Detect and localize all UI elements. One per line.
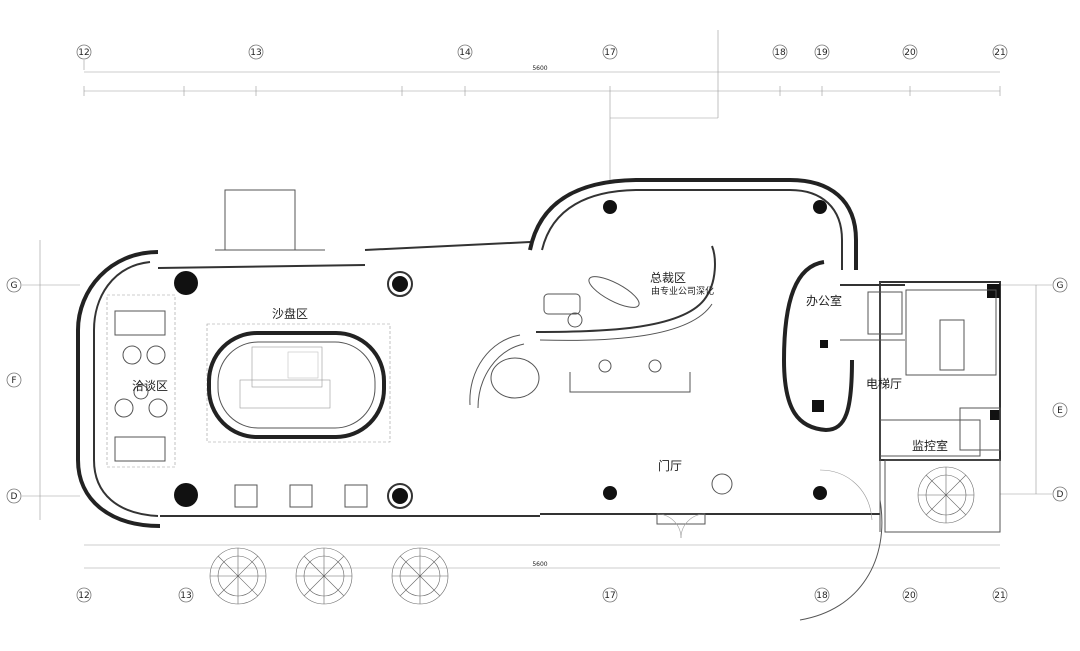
axis-right-d: D — [1057, 490, 1064, 500]
room-label-negotiation: 洽谈区 — [132, 379, 168, 393]
room-label-chief-note: 由专业公司深化 — [651, 285, 714, 297]
axis-right-g: G — [1057, 281, 1064, 291]
negotiation-area: 洽谈区 — [106, 294, 176, 468]
display-curves — [469, 334, 691, 409]
axis-bubbles-sides: G F D G E D — [6, 240, 1068, 520]
axis-bottom-18: 18 — [816, 591, 828, 601]
service-core: 办公室 电梯厅 监控室 — [781, 260, 1001, 457]
room-label-office: 办公室 — [806, 293, 842, 308]
axis-top-20: 20 — [904, 48, 916, 58]
axis-left-d: D — [11, 492, 18, 502]
axis-bottom-12: 12 — [78, 591, 89, 601]
axis-bottom-21: 21 — [994, 591, 1005, 601]
axis-top-18: 18 — [774, 48, 786, 58]
display-stands — [234, 484, 368, 508]
dim-bottom-total: 5600 — [532, 561, 547, 568]
lobby-area: 门厅 — [656, 458, 733, 539]
axis-bubbles-top: 12 13 14 17 18 19 20 21 — [76, 44, 1008, 70]
building-walls — [76, 178, 1001, 621]
axis-left-f: F — [11, 376, 16, 386]
axis-right-e: E — [1057, 406, 1063, 416]
dimension-lines-top: 5600 — [83, 30, 1001, 180]
axis-bottom-17: 17 — [604, 591, 615, 601]
room-label-lobby: 门厅 — [658, 458, 682, 473]
chief-area: 总裁区 由专业公司深化 — [535, 245, 716, 341]
room-label-sandtable: 沙盘区 — [272, 306, 308, 321]
axis-top-19: 19 — [816, 48, 828, 58]
sandtable-area: 沙盘区 — [206, 306, 391, 443]
axis-bottom-20: 20 — [904, 591, 916, 601]
room-label-monitor: 监控室 — [912, 438, 948, 453]
structural-columns — [174, 200, 1000, 509]
axis-top-14: 14 — [459, 48, 471, 58]
room-label-elevator-hall: 电梯厅 — [866, 377, 902, 391]
room-label-chief: 总裁区 — [650, 271, 686, 285]
dim-top-total: 5600 — [532, 65, 547, 72]
axis-top-13: 13 — [250, 48, 261, 58]
axis-top-21: 21 — [994, 48, 1005, 58]
axis-left-g: G — [11, 281, 18, 291]
axis-top-12: 12 — [78, 48, 89, 58]
axis-bubbles-bottom: 5600 12 13 17 18 20 21 — [76, 544, 1008, 603]
landscape-trees — [209, 466, 975, 605]
axis-bottom-13: 13 — [180, 591, 191, 601]
axis-top-17: 17 — [604, 48, 615, 58]
